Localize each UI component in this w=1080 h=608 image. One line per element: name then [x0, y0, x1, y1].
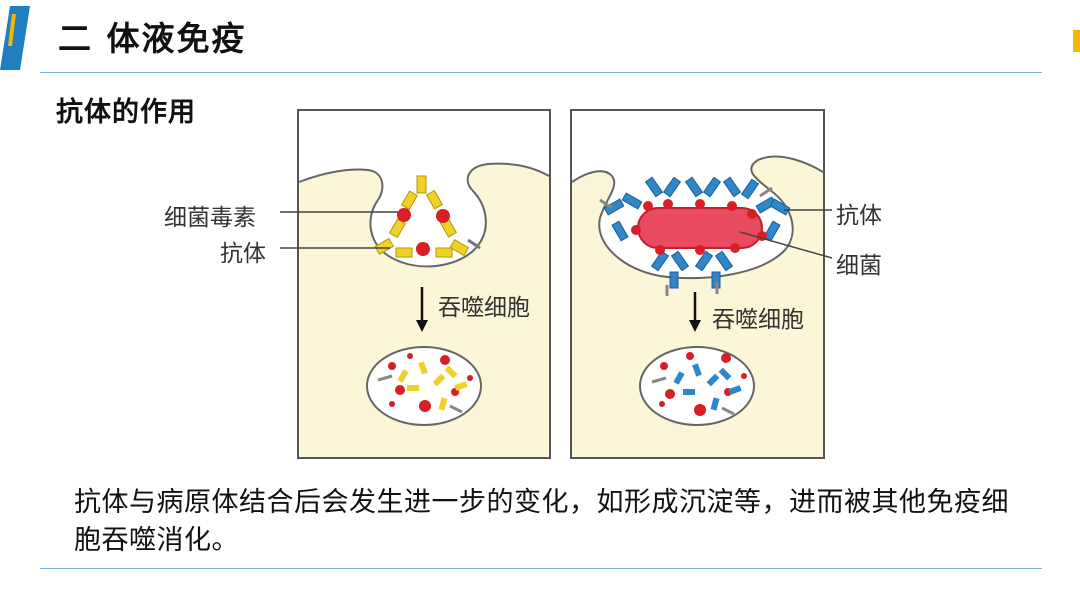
- blue-antibody-lattice: [599, 176, 791, 296]
- label-bacteria: 细菌: [836, 253, 882, 279]
- left-digest-fragments: [377, 353, 473, 414]
- right-edge-accent: [1073, 30, 1080, 52]
- section-subtitle: 抗体的作用: [56, 97, 196, 128]
- bacteria-pointer-line: [739, 231, 833, 259]
- explanation-paragraph: 抗体与病原体结合后会发生进一步的变化，如形成沉淀等，进而被其他免疫细胞吞噬消化。: [74, 487, 1009, 556]
- right-digest-vesicle: [639, 346, 755, 426]
- label-bacterial-toxin: 细菌毒素: [164, 205, 256, 231]
- left-panel: [280, 109, 551, 459]
- label-phagocyte-left: 吞噬细胞: [438, 295, 530, 321]
- bacteria-cell: [637, 207, 763, 249]
- label-antibody-left: 抗体: [220, 241, 266, 267]
- right-panel: [570, 109, 833, 459]
- label-phagocyte-right: 吞噬细胞: [712, 307, 804, 333]
- label-antibody-right: 抗体: [836, 203, 882, 229]
- slide-title: 二 体液免疫: [58, 19, 247, 58]
- title-accent-bar: [0, 6, 30, 70]
- bottom-divider: [40, 568, 1042, 569]
- right-digest-fragments: [651, 352, 747, 416]
- accent-bar-shape: [0, 6, 30, 70]
- antibody-triangle-cluster: [374, 175, 481, 258]
- title-divider: [40, 72, 1042, 73]
